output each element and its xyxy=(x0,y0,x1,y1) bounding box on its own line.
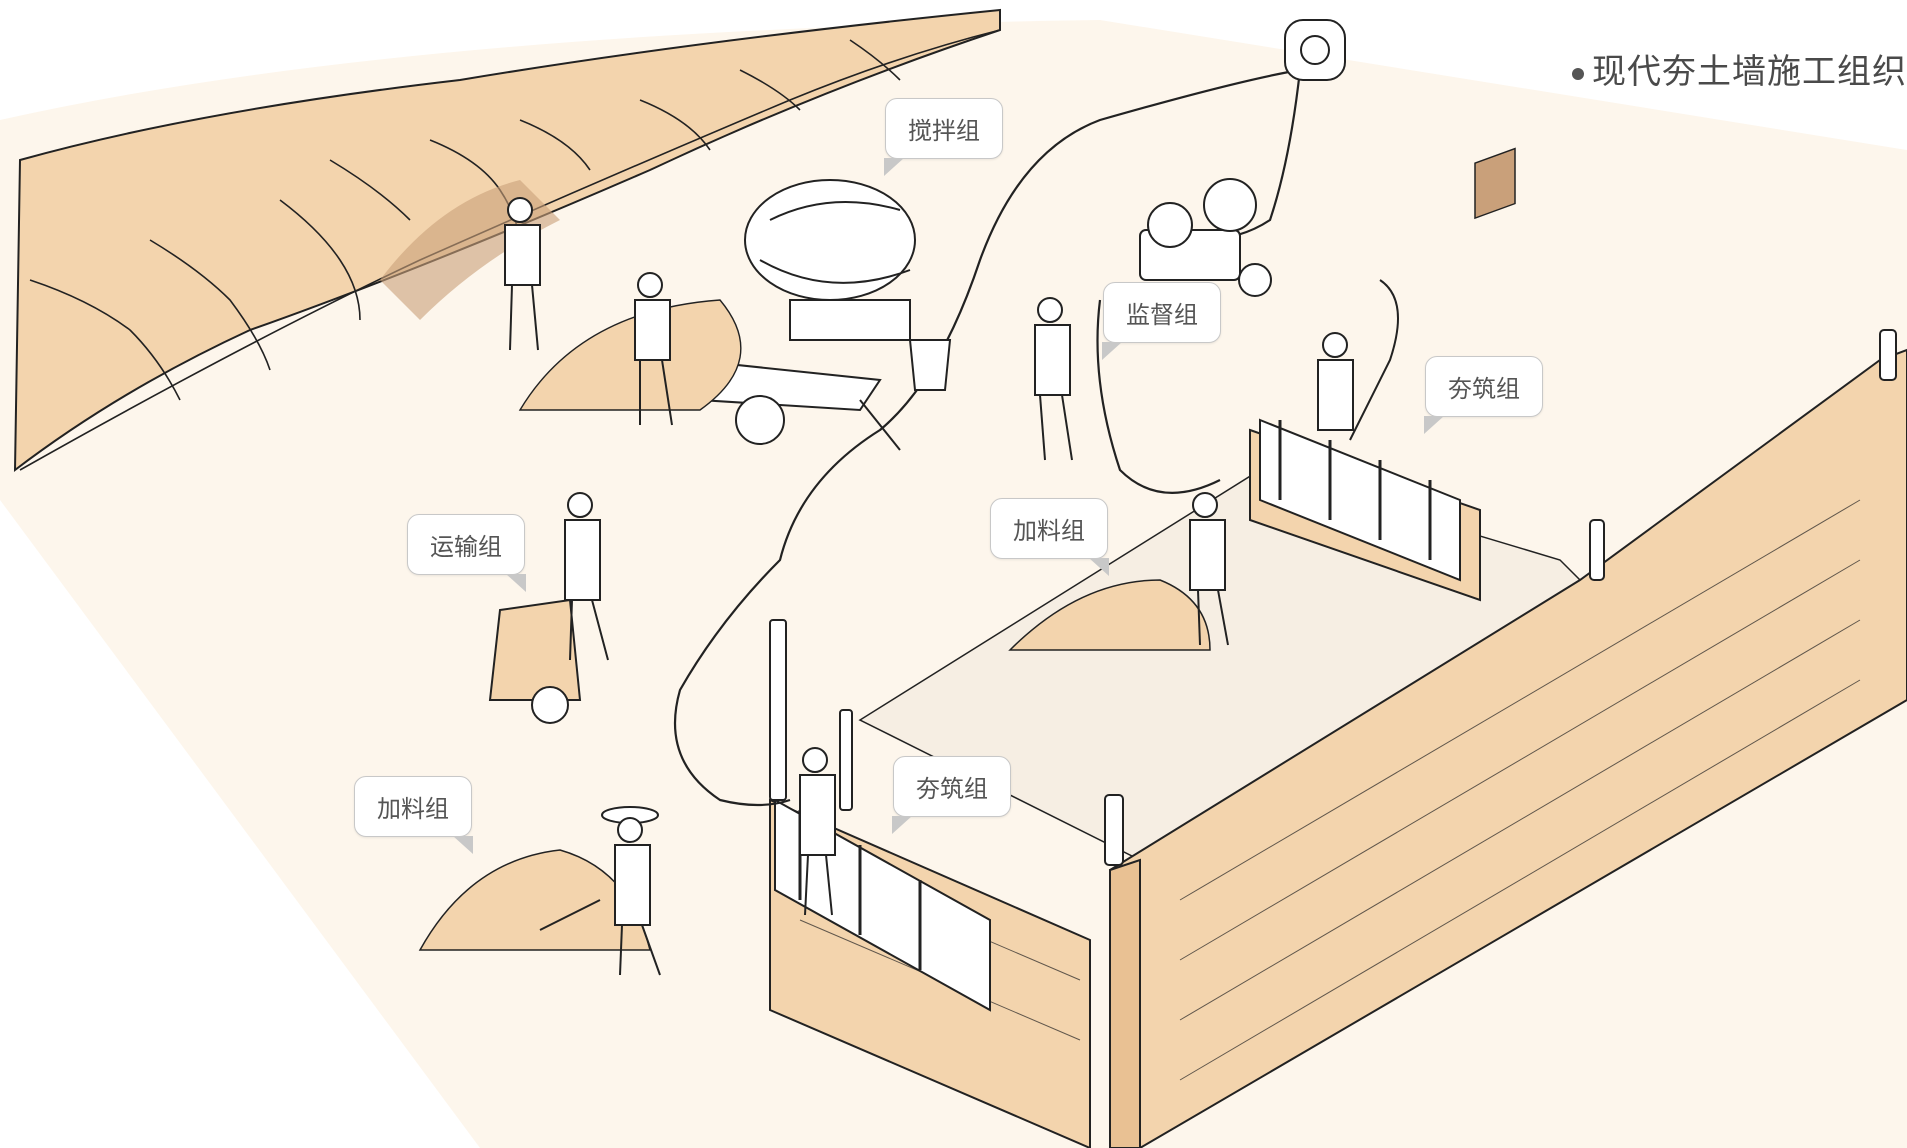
wall-window-opening xyxy=(1474,147,1516,220)
callout-transport-label: 运输组 xyxy=(430,533,502,561)
worker-feeding-right xyxy=(1189,492,1229,646)
mixer-drum xyxy=(744,179,916,341)
callout-transport: 运输组 xyxy=(407,514,526,592)
wall-hatching xyxy=(799,469,1861,1081)
callout-ramming-right: 夯筑组 xyxy=(1424,356,1543,434)
callout-ramming-center: 夯筑组 xyxy=(892,756,1011,834)
worker-rammer-right xyxy=(1317,332,1354,431)
callout-feeding-right-label: 加料组 xyxy=(1013,517,1085,545)
worker-supervisor xyxy=(1034,297,1073,461)
callout-supervision: 监督组 xyxy=(1102,282,1221,360)
callout-feeding-right: 加料组 xyxy=(990,498,1109,576)
callout-ramming-center-label: 夯筑组 xyxy=(916,775,988,803)
page-title: 现代夯土墙施工组织 xyxy=(1572,44,1907,93)
generator-unit xyxy=(1284,19,1346,81)
callout-ramming-right-label: 夯筑组 xyxy=(1448,375,1520,403)
callout-mixing-label: 搅拌组 xyxy=(908,117,980,145)
wall-long-side xyxy=(1108,348,1907,1148)
soil-pile-right xyxy=(1008,579,1211,651)
worker-feeding-left xyxy=(539,806,661,976)
transport-wheelbarrow xyxy=(488,598,582,724)
worker-hillside xyxy=(504,197,541,351)
callout-supervision-label: 监督组 xyxy=(1126,301,1198,329)
marker-poles xyxy=(769,329,1897,866)
rammer-hose xyxy=(1349,279,1399,441)
worker-figures xyxy=(504,197,1354,976)
compressor-cable xyxy=(673,68,1301,807)
callout-mixing: 搅拌组 xyxy=(884,98,1003,176)
bucket xyxy=(908,339,952,391)
worker-transport xyxy=(564,492,609,661)
air-compressor xyxy=(1139,178,1272,297)
worker-rammer-center xyxy=(799,747,836,916)
worker-mixing xyxy=(634,272,673,426)
callout-feeding-left: 加料组 xyxy=(354,776,473,854)
title-text: 现代夯土墙施工组织 xyxy=(1592,52,1907,92)
wall-end-face xyxy=(1109,858,1141,1148)
soil-pile-mixer xyxy=(518,299,742,411)
callout-feeding-left-label: 加料组 xyxy=(377,795,449,823)
bullet-dot xyxy=(1572,67,1584,80)
